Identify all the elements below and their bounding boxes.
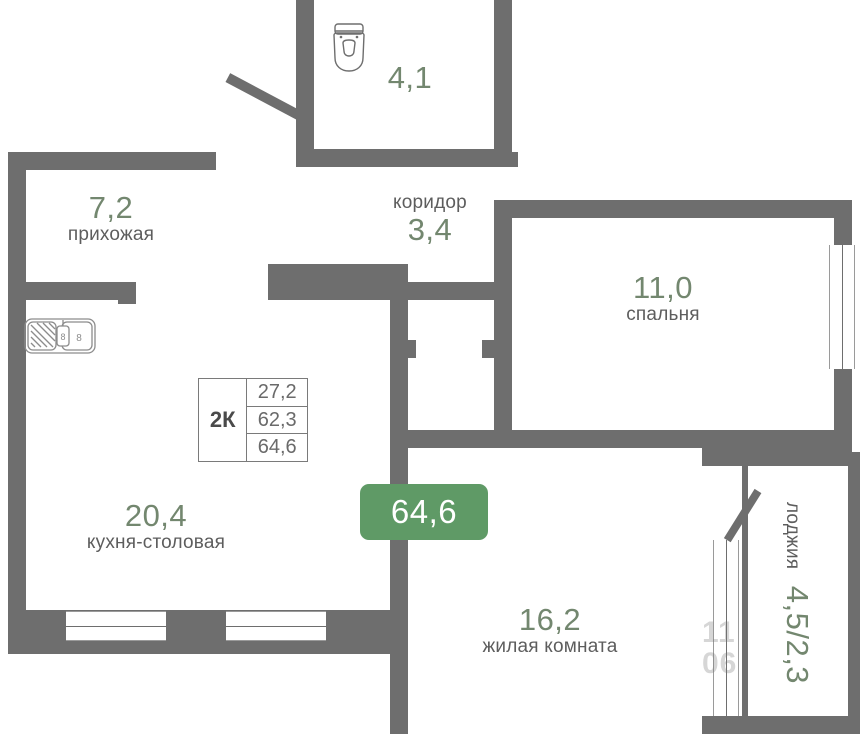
room-fill-kitchen-notch [118,282,268,304]
wall-doorjamb-central [390,340,416,358]
room-fill-corridor-main [296,167,494,282]
loggia-name: лоджия [782,501,803,570]
wall-livingroom-top-right [702,430,852,452]
room-fill-hallway [26,170,216,282]
svg-text:8: 8 [76,333,82,344]
apartment-info-table: 2К 27,2 62,3 64,6 [198,378,308,462]
info-value-living-area: 27,2 [257,380,297,403]
room-fill-corridor-upper [216,152,296,282]
wall-bedroom-left-jamb [494,282,512,352]
wall-corridor-south-left [268,264,408,282]
room-label-loggia: лоджия 4,5/2,3 [780,493,815,693]
entrance-door-leaf[interactable] [225,73,305,122]
total-area-badge[interactable]: 64,6 [360,484,488,540]
info-values-column: 27,2 62,3 64,6 [247,379,307,461]
window-bedroom-right [829,245,855,369]
wall-corridor-south-right [390,264,408,300]
room-fill-loggia [748,466,848,716]
toilet-icon [330,22,368,74]
room-fill-bedroom [512,218,834,434]
wall-hallway-kitchen-divider [118,282,136,304]
info-value-total-area: 64,6 [247,433,307,461]
window-kitchen-right [226,611,326,641]
room-fill-bathroom [314,0,494,149]
info-value-area-without-loggia: 62,3 [247,405,307,434]
wall-bedroom-left-stub [482,340,512,358]
window-kitchen-left [66,611,166,641]
kitchen-sink-icon: 8 8 [24,318,96,354]
svg-text:8: 8 [60,332,65,342]
loggia-area: 4,5/2,3 [780,585,815,685]
window-loggia-lobby [713,540,739,716]
info-rooms-label: 2К [199,379,248,461]
